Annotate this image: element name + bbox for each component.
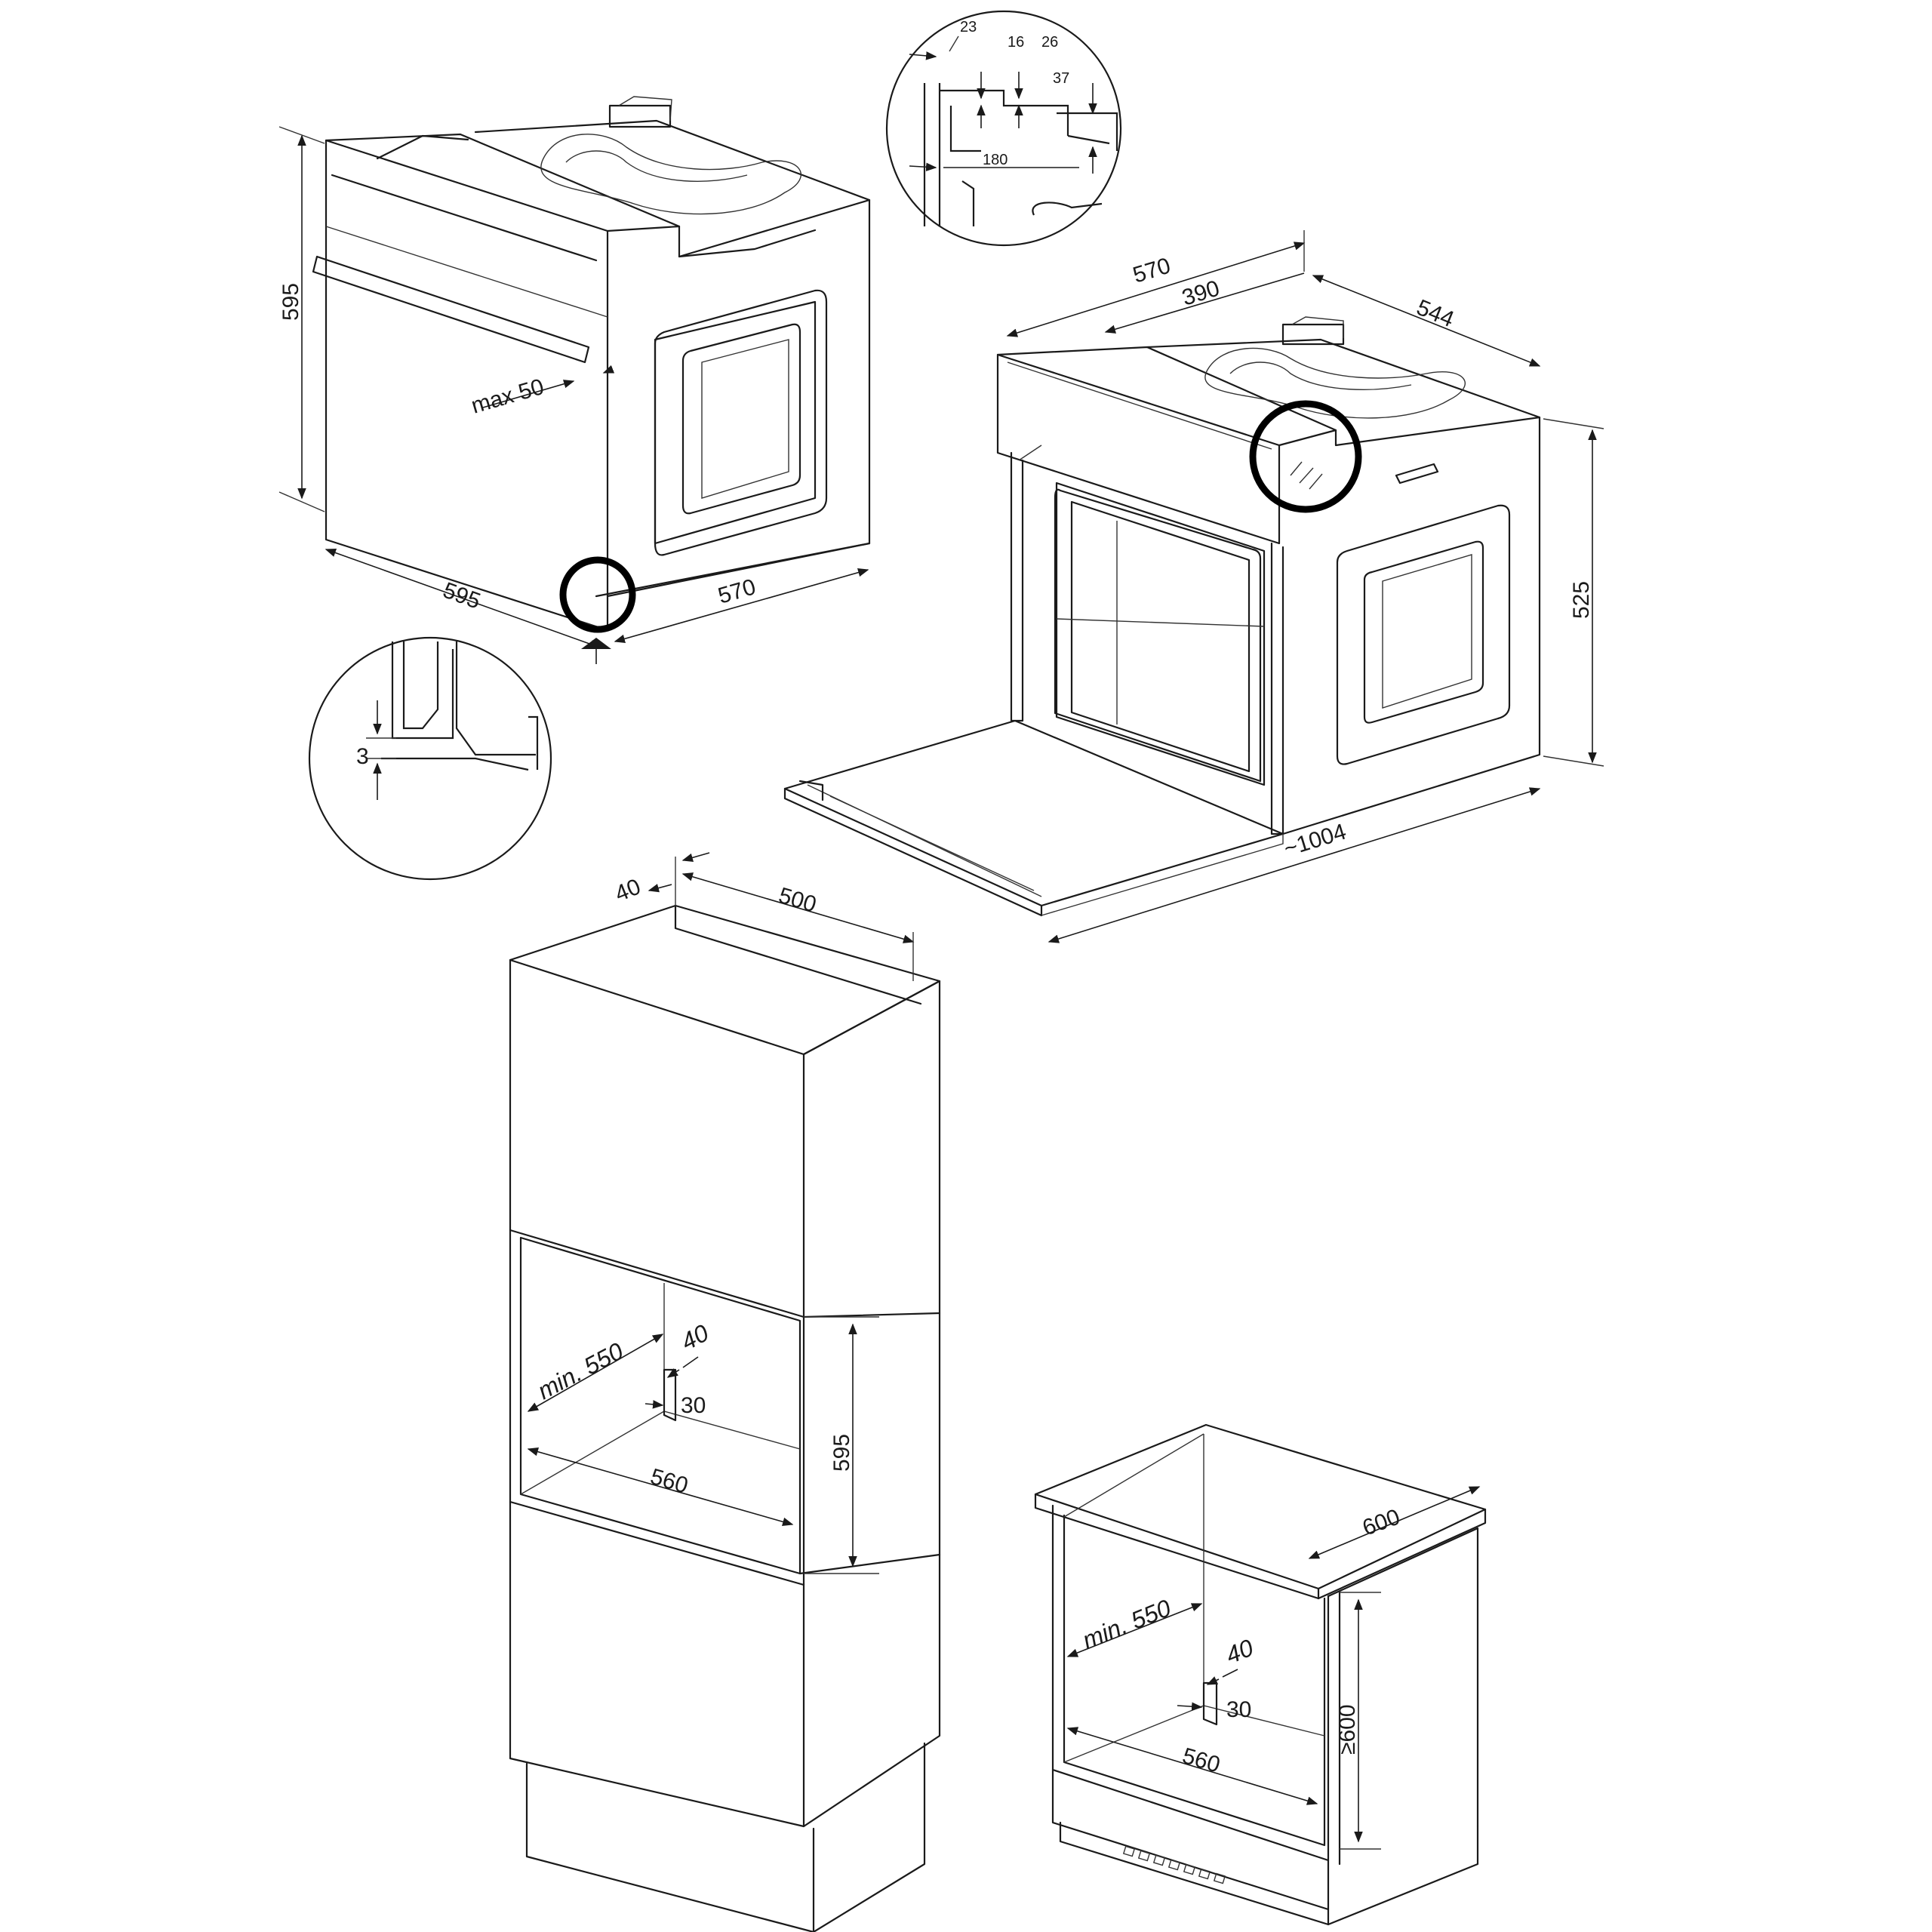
open-width-label: 570 bbox=[1130, 253, 1174, 288]
oven-open-view bbox=[783, 316, 1541, 917]
depth-label: 570 bbox=[715, 574, 758, 609]
door-open-depth-label: ~1004 bbox=[1281, 819, 1349, 861]
min-depth-label: min. 550 bbox=[533, 1337, 627, 1405]
plinth-vent-slots bbox=[1122, 1845, 1226, 1884]
uc-niche-height-label: ≥600 bbox=[1335, 1704, 1360, 1755]
oven-open-dimensions: 570 390 544 525 ~1004 bbox=[1006, 230, 1604, 943]
under-counter-cabinet bbox=[1034, 1423, 1487, 1926]
width-label: 595 bbox=[440, 578, 484, 614]
niche-height-label: 595 bbox=[829, 1434, 854, 1472]
vent-depth-label: 40 bbox=[676, 1319, 713, 1356]
uc-niche-width-label: 560 bbox=[1180, 1743, 1223, 1778]
tall-cabinet bbox=[509, 904, 941, 1932]
detail-bottom-gap: 3 bbox=[308, 636, 552, 881]
tall-cabinet-dimensions: 40 500 min. 550 40 30 560 595 bbox=[527, 852, 915, 1574]
uc-min-depth-label: min. 550 bbox=[1078, 1594, 1174, 1654]
top-depth-label: 500 bbox=[776, 883, 819, 918]
oven-side-view bbox=[312, 96, 871, 632]
bracket-offset-label: 390 bbox=[1179, 275, 1223, 310]
vent-height-label: 30 bbox=[681, 1393, 706, 1418]
protrusion-label: max 50 bbox=[469, 374, 547, 419]
d5-label: 180 bbox=[983, 152, 1008, 168]
height-label: 595 bbox=[278, 283, 303, 321]
counter-width-label: 600 bbox=[1359, 1504, 1403, 1540]
body-height-label: 525 bbox=[1569, 581, 1594, 619]
detail-circle-top bbox=[1249, 400, 1362, 513]
top-offset-label: 40 bbox=[611, 874, 644, 906]
uc-vent-height-label: 30 bbox=[1226, 1697, 1251, 1722]
d2-label: 16 bbox=[1008, 34, 1024, 51]
detail-circle-bottom bbox=[559, 556, 636, 633]
open-depth-label: 544 bbox=[1413, 295, 1457, 332]
niche-width-label: 560 bbox=[648, 1464, 691, 1499]
d1-label: 23 bbox=[960, 19, 977, 35]
oven-side-dimensions: 595 595 570 max 50 bbox=[278, 126, 869, 664]
detail-top-bracket: 23 16 26 37 180 bbox=[885, 10, 1122, 247]
d3-label: 26 bbox=[1041, 34, 1058, 51]
gap-label: 3 bbox=[356, 744, 369, 769]
d4-label: 37 bbox=[1053, 70, 1069, 87]
uc-vent-depth-label: 40 bbox=[1222, 1634, 1257, 1669]
